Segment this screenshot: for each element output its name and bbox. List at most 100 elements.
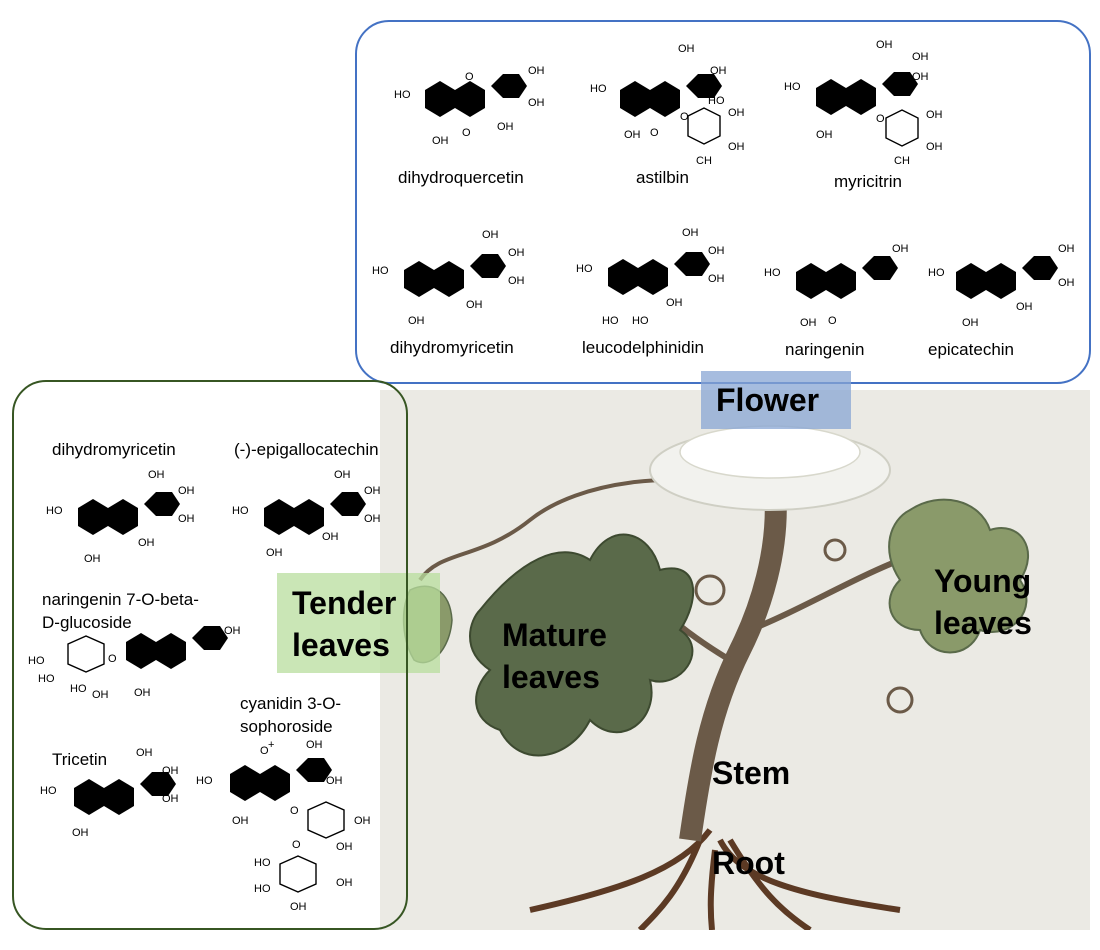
svg-text:OH: OH (962, 317, 979, 329)
compound-label-astilbin: astilbin (636, 168, 689, 187)
tender-leaves-label: Tender leaves (292, 585, 397, 663)
compound-label-tricetin: Tricetin (52, 750, 108, 769)
svg-text:CH: CH (696, 155, 712, 167)
svg-text:OH: OH (892, 243, 909, 255)
svg-text:O: O (260, 745, 269, 757)
leucodelphinidin-structure: HO OH OH OH OH HO HO (576, 227, 725, 327)
svg-text:HO: HO (46, 505, 63, 517)
svg-text:OH: OH (728, 141, 745, 153)
svg-text:O: O (292, 839, 301, 851)
svg-text:OH: OH (326, 775, 343, 787)
svg-text:OH: OH (178, 485, 195, 497)
svg-text:HO: HO (70, 683, 87, 695)
svg-text:OH: OH (466, 299, 483, 311)
svg-text:OH: OH (322, 531, 339, 543)
svg-text:OH: OH (336, 877, 353, 889)
compound-label-naringenin: naringenin (785, 340, 865, 359)
svg-text:OH: OH (912, 71, 929, 83)
svg-text:OH: OH (306, 739, 323, 751)
svg-text:OH: OH (224, 625, 241, 637)
svg-text:OH: OH (162, 765, 179, 777)
svg-text:OH: OH (666, 297, 683, 309)
svg-text:OH: OH (136, 747, 153, 759)
svg-text:HO: HO (372, 265, 389, 277)
cyanidin-sophoroside-structure: O + HO OH OH OH O OH OH O HO HO OH OH (196, 739, 371, 913)
astilbin-structure: HO OH OH O OH O HO OH OH CH (590, 43, 745, 167)
svg-text:OH: OH (508, 275, 525, 287)
myricitrin-structure: HO OH OH OH O OH OH OH CH (784, 39, 943, 167)
svg-text:OH: OH (334, 469, 351, 481)
svg-text:OH: OH (72, 827, 89, 839)
dihydroquercetin-structure: HO O OH OH OH O OH (394, 65, 545, 147)
svg-text:HO: HO (38, 673, 55, 685)
svg-text:HO: HO (196, 775, 213, 787)
mature-leaves-label: Mature leaves (502, 617, 607, 695)
svg-text:OH: OH (728, 107, 745, 119)
svg-text:OH: OH (148, 469, 165, 481)
svg-text:OH: OH (290, 901, 307, 913)
svg-text:O: O (680, 111, 689, 123)
svg-text:OH: OH (528, 97, 545, 109)
compound-label-epigallocatechin: (-)-epigallocatechin (234, 440, 379, 459)
svg-text:OH: OH (364, 485, 381, 497)
svg-text:OH: OH (710, 65, 727, 77)
svg-text:OH: OH (624, 129, 641, 141)
svg-text:HO: HO (576, 263, 593, 275)
svg-text:OH: OH (482, 229, 499, 241)
svg-text:O: O (462, 127, 471, 139)
svg-text:OH: OH (497, 121, 514, 133)
svg-text:OH: OH (682, 227, 699, 239)
svg-text:OH: OH (408, 315, 425, 327)
svg-text:OH: OH (912, 51, 929, 63)
tender-leaves-label-highlight (277, 573, 440, 673)
svg-text:OH: OH (926, 109, 943, 121)
svg-text:HO: HO (28, 655, 45, 667)
svg-text:O: O (828, 315, 837, 327)
svg-text:OH: OH (92, 689, 109, 701)
epigallocatechin-structure: HO OH OH OH OH OH (232, 469, 381, 559)
svg-text:+: + (268, 739, 274, 751)
compound-label-dihydromyricetin: dihydromyricetin (390, 338, 514, 357)
svg-text:OH: OH (678, 43, 695, 55)
tricetin-structure: HO OH OH OH OH (40, 747, 179, 839)
svg-text:HO: HO (40, 785, 57, 797)
naringenin-glucoside-structure: HO HO HO OH O OH OH (28, 625, 241, 701)
dihydromyricetin-structure-flower: HO OH OH OH OH OH (372, 229, 525, 327)
flower-label-highlight (701, 371, 851, 429)
plant-illustration (380, 390, 1090, 933)
svg-text:OH: OH (800, 317, 817, 329)
svg-text:OH: OH (508, 247, 525, 259)
svg-text:OH: OH (84, 553, 101, 565)
root-label: Root (712, 845, 785, 881)
svg-text:OH: OH (528, 65, 545, 77)
svg-text:HO: HO (708, 95, 725, 107)
svg-text:HO: HO (602, 315, 619, 327)
svg-text:OH: OH (1058, 277, 1075, 289)
svg-text:OH: OH (266, 547, 283, 559)
svg-text:HO: HO (232, 505, 249, 517)
compound-label-dihydroquercetin: dihydroquercetin (398, 168, 524, 187)
tender-leaves-compounds-panel (12, 380, 408, 930)
svg-text:O: O (290, 805, 299, 817)
svg-text:O: O (108, 653, 117, 665)
svg-text:HO: HO (394, 89, 411, 101)
compound-label-myricitrin: myricitrin (834, 172, 902, 191)
epicatechin-structure: HO OH OH OH OH (928, 243, 1075, 329)
young-leaves-label: Young leaves (934, 563, 1032, 641)
stem-label: Stem (712, 755, 791, 791)
dihydromyricetin-structure-tender: HO OH OH OH OH OH (46, 469, 195, 565)
svg-text:OH: OH (354, 815, 371, 827)
svg-text:OH: OH (364, 513, 381, 525)
compound-label-epicatechin: epicatechin (928, 340, 1015, 359)
svg-text:OH: OH (816, 129, 833, 141)
naringenin-structure: HO OH OH O (764, 243, 909, 329)
svg-text:O: O (650, 127, 659, 139)
compound-label-cyanidin-sophoroside: cyanidin 3-O- sophoroside (240, 694, 342, 736)
svg-text:OH: OH (134, 687, 151, 699)
compound-label-dihydromyricetin-tender: dihydromyricetin (52, 440, 176, 459)
svg-text:OH: OH (926, 141, 943, 153)
svg-text:OH: OH (178, 513, 195, 525)
svg-text:OH: OH (876, 39, 893, 51)
svg-text:OH: OH (1016, 301, 1033, 313)
svg-text:O: O (465, 71, 474, 83)
